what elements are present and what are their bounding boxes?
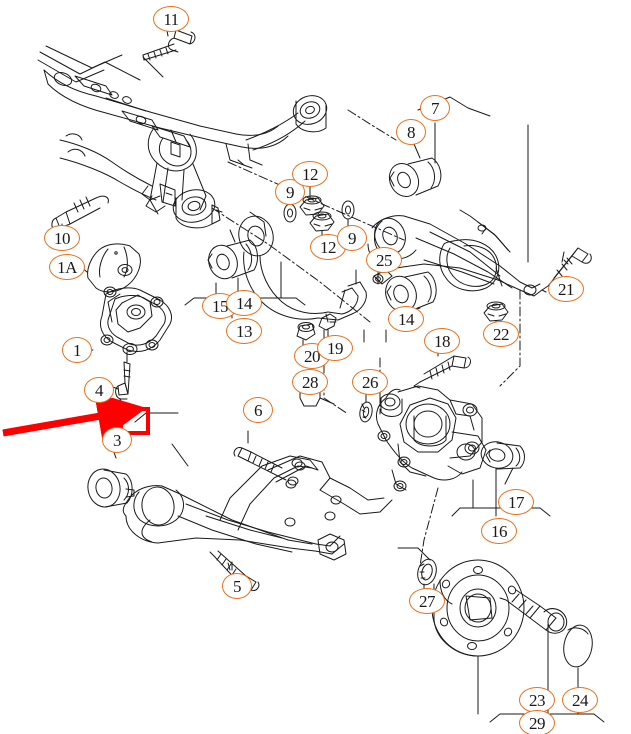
bolt-6 — [233, 430, 287, 481]
bolt-21 — [541, 247, 592, 293]
callout-25[interactable]: 25 — [366, 247, 402, 273]
callout-16[interactable]: 16 — [481, 518, 517, 544]
part-8-bushing — [388, 143, 442, 198]
part-2-control-arm — [122, 412, 345, 555]
callout-6[interactable]: 6 — [243, 397, 273, 423]
axis-lines — [211, 109, 521, 567]
callout-29[interactable]: 29 — [519, 710, 555, 734]
callout-21[interactable]: 21 — [548, 276, 584, 302]
part-27-seal — [397, 547, 437, 599]
callout-5[interactable]: 5 — [222, 573, 252, 599]
callout-1a[interactable]: 1A — [49, 254, 85, 280]
callout-18[interactable]: 18 — [424, 328, 460, 354]
leader-11 — [142, 56, 164, 78]
callout-23[interactable]: 23 — [519, 687, 555, 713]
callout-1[interactable]: 1 — [62, 337, 92, 363]
callout-14[interactable]: 14 — [388, 306, 424, 332]
callout-3[interactable]: 3 — [102, 427, 132, 453]
part-17-bushing — [480, 441, 525, 485]
callout-8[interactable]: 8 — [396, 119, 426, 145]
callout-15[interactable]: 15 — [202, 293, 238, 319]
red-pointer-arrow — [2, 398, 147, 441]
callout-13[interactable]: 13 — [226, 318, 262, 344]
part-14a-link-arm — [238, 211, 367, 321]
callout-12[interactable]: 12 — [310, 234, 346, 260]
part-1A-shield — [75, 243, 141, 293]
callout-24[interactable]: 24 — [562, 687, 598, 713]
part-24-cap — [563, 624, 593, 691]
trailing-arm-bracket — [267, 455, 393, 561]
axle-bolt — [499, 589, 568, 691]
callout-19[interactable]: 19 — [317, 335, 353, 361]
rear-axle-beam — [37, 45, 328, 229]
part-23-wheel-hub — [431, 559, 525, 691]
callout-7[interactable]: 7 — [420, 95, 450, 121]
part-1-bracket — [78, 286, 173, 355]
part-16-wheel-carrier — [375, 385, 487, 492]
part-19-20 — [296, 313, 337, 353]
callout-11[interactable]: 11 — [153, 6, 189, 32]
part-13-15-group — [207, 229, 258, 280]
callout-28[interactable]: 28 — [292, 369, 328, 395]
callout-12[interactable]: 12 — [292, 161, 328, 187]
part-7-upper-arm — [367, 209, 543, 297]
callout-4[interactable]: 4 — [84, 377, 114, 403]
callout-26[interactable]: 26 — [352, 369, 388, 395]
callout-14[interactable]: 14 — [226, 290, 262, 316]
callout-10[interactable]: 10 — [44, 225, 80, 251]
callout-9[interactable]: 9 — [337, 225, 367, 251]
callout-27[interactable]: 27 — [409, 588, 445, 614]
callout-17[interactable]: 17 — [498, 489, 534, 515]
callout-22[interactable]: 22 — [483, 321, 519, 347]
